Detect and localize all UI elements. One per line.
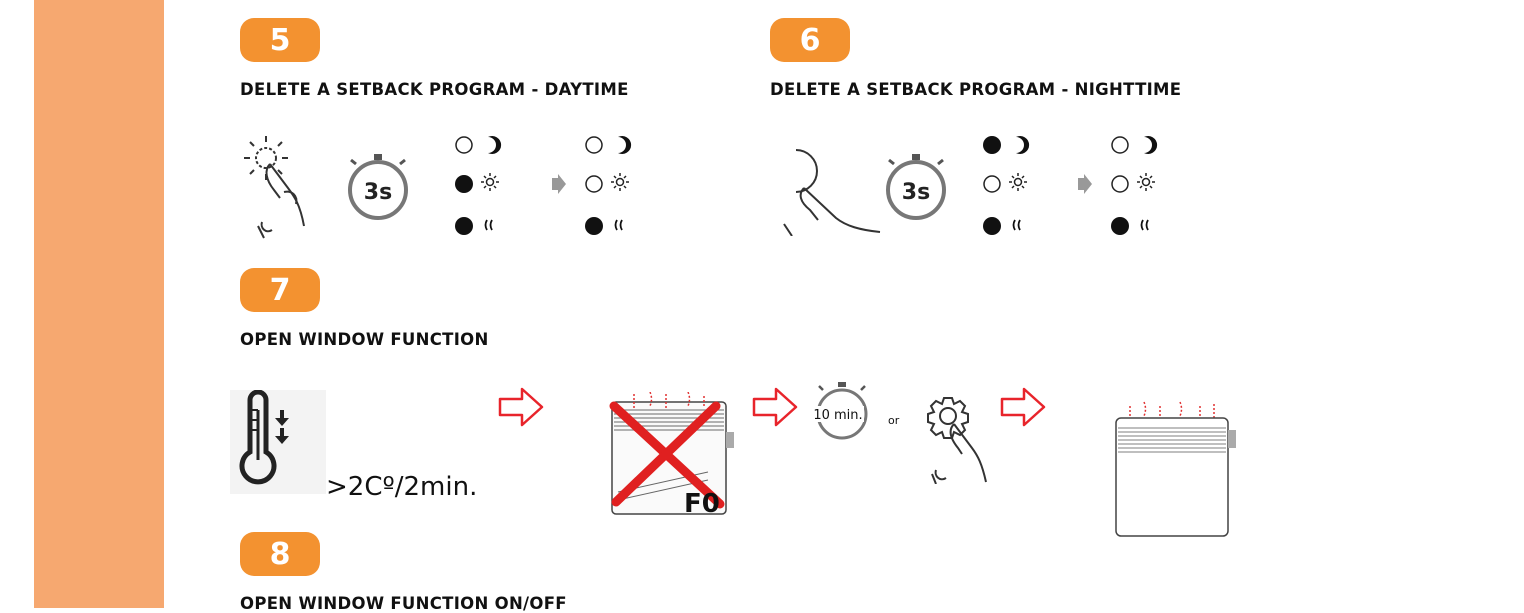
- arrow-right-icon: [498, 387, 544, 427]
- step-number: 5: [269, 22, 291, 58]
- step-8-badge: 8: [240, 532, 320, 576]
- timer-label: 3s: [902, 180, 930, 205]
- arrow-right-icon: [552, 174, 566, 194]
- thermometer-icon: [230, 390, 326, 494]
- arrow-down-icon: [275, 410, 289, 444]
- moon-press-icon: [783, 149, 881, 236]
- sun-icon: [481, 173, 499, 191]
- step-5-badge: 5: [240, 18, 320, 62]
- arrow-right-icon: [752, 387, 798, 427]
- arrow-right-icon: [1000, 387, 1046, 427]
- sun-press-icon: [244, 136, 305, 239]
- display-code: F0: [684, 489, 720, 519]
- heat-icon: [484, 219, 493, 231]
- heater-icon: [1115, 401, 1236, 537]
- arrow-right-icon: [1078, 174, 1092, 194]
- gear-icon: [927, 397, 969, 439]
- step-number: 8: [269, 536, 291, 572]
- or-text: or: [888, 414, 900, 427]
- step-number: 7: [269, 272, 291, 308]
- step-number: 6: [799, 22, 821, 58]
- moon-icon: [488, 136, 502, 154]
- heater-off-icon: F0: [609, 392, 734, 519]
- step-8-title: OPEN WINDOW FUNCTION ON/OFF: [240, 594, 567, 613]
- indicator-group-before: [983, 136, 1030, 235]
- gear-press-icon: [927, 397, 987, 484]
- timer-icon: 3s: [348, 154, 408, 220]
- timer-icon: 3s: [886, 154, 946, 220]
- side-color-bar: [34, 0, 164, 608]
- step-7-title: OPEN WINDOW FUNCTION: [240, 330, 489, 349]
- step-6-badge: 6: [770, 18, 850, 62]
- temp-drop-caption: >2Cº/2min.: [326, 472, 478, 502]
- indicator-group-before: [455, 136, 502, 235]
- step-5-title: DELETE A SETBACK PROGRAM - DAYTIME: [240, 80, 629, 99]
- step-7-badge: 7: [240, 268, 320, 312]
- step-6-title: DELETE A SETBACK PROGRAM - NIGHTTIME: [770, 80, 1182, 99]
- timer-label: 3s: [364, 180, 392, 205]
- indicator-group-after: [585, 136, 632, 235]
- timer-label: 10 min.: [813, 408, 862, 423]
- timer-icon: 10 min.: [810, 382, 868, 440]
- indicator-group-after: [1111, 136, 1158, 235]
